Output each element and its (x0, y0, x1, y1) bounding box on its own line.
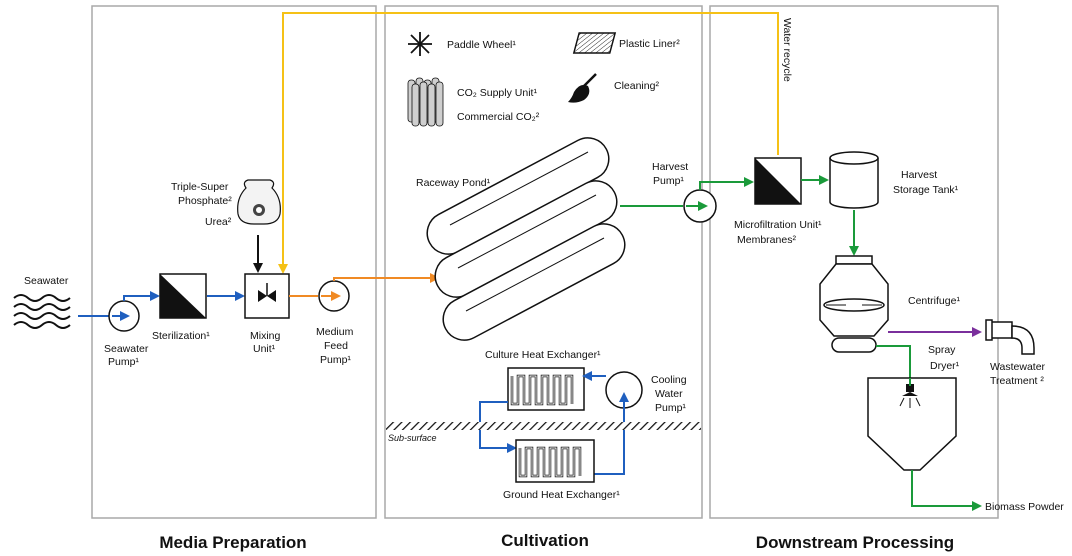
section-title-media: Media Preparation (159, 533, 306, 552)
subsurface-ground-line (386, 422, 701, 430)
medium-label-3: Pump¹ (320, 354, 351, 366)
ground-hx-to-cooling-pump-line (594, 392, 629, 475)
wastewater-label-1: Wastewater (990, 361, 1046, 373)
mixing-label-1: Mixing (250, 330, 281, 342)
section-title-cultivation: Cultivation (501, 531, 589, 550)
paddle-wheel-label: Paddle Wheel¹ (447, 39, 516, 51)
section-title-downstream: Downstream Processing (756, 533, 954, 552)
spray-label-2: Dryer¹ (930, 360, 960, 372)
water-recycle-line (278, 12, 779, 274)
biomass-powder-label: Biomass Powder (985, 501, 1064, 513)
mixing-unit-icon (244, 273, 290, 319)
culture-heat-exchanger-icon (507, 367, 585, 411)
spray-dryer-to-biomass-line (911, 470, 982, 511)
centrifuge-icon (819, 255, 889, 353)
centrifuge-to-spray-dryer-line (876, 345, 911, 378)
seawater-label: Seawater (24, 275, 69, 287)
harvest-tank-label-1: Harvest (901, 169, 937, 181)
urea-label: Urea² (205, 216, 232, 228)
harvest-tank-label-2: Storage Tank¹ (893, 184, 959, 196)
cleaning-broom-icon (568, 73, 597, 103)
raceway-pond-icon (426, 137, 626, 341)
sterilization-unit-icon (159, 273, 207, 319)
centrifuge-label: Centrifuge¹ (908, 295, 960, 307)
seawater-icon (13, 294, 71, 329)
medium-label-2: Feed (324, 340, 348, 352)
harvest-pump-label-1: Harvest (652, 161, 688, 173)
ground-hx-label: Ground Heat Exchanger¹ (503, 489, 620, 501)
sterilization-label: Sterilization¹ (152, 330, 210, 342)
water-recycle-label: Water recycle (781, 18, 793, 82)
wastewater-label-2: Treatment ² (990, 375, 1044, 387)
paddle-wheel-icon (408, 32, 432, 56)
downstream-section-box (709, 5, 999, 519)
harvest-to-microfiltration-line (699, 177, 754, 190)
microfiltration-label-1: Microfiltration Unit¹ (734, 219, 822, 231)
co2-cylinders-icon (407, 77, 444, 127)
media-section-box (91, 5, 377, 519)
plastic-liner-icon (572, 32, 617, 54)
plastic-liner-label: Plastic Liner² (619, 38, 680, 50)
tsp-label-2: Phosphate² (178, 195, 232, 207)
spray-dryer-icon (867, 377, 957, 471)
culture-hx-label: Culture Heat Exchanger¹ (485, 349, 601, 361)
subsurface-label: Sub-surface (388, 433, 437, 443)
wastewater-pipe-icon (985, 319, 1035, 355)
nutrient-bag-icon (237, 179, 281, 225)
ground-heat-exchanger-icon (515, 439, 595, 483)
harvest-storage-tank-icon (829, 151, 879, 209)
cooling-label-3: Pump¹ (655, 402, 686, 414)
spray-label-1: Spray (928, 344, 956, 356)
raceway-pond-label: Raceway Pond¹ (416, 177, 491, 189)
cleaning-label: Cleaning² (614, 80, 659, 92)
mixing-label-2: Unit¹ (253, 343, 276, 355)
seawater-pump-label-1: Seawater (104, 343, 149, 355)
pump-to-sterilization-line (123, 291, 160, 301)
microfiltration-unit-icon (754, 157, 802, 205)
feed-to-raceway-line (333, 273, 440, 283)
co2-supply-label: CO₂ Supply Unit¹ (457, 87, 537, 99)
co2-commercial-label: Commercial CO₂² (457, 111, 540, 123)
cultivation-section-box (384, 5, 703, 519)
seawater-pump-label-2: Pump¹ (108, 356, 139, 368)
microfiltration-label-2: Membranes² (737, 234, 796, 246)
cooling-label-1: Cooling (651, 374, 687, 386)
tsp-label-1: Triple-Super (171, 181, 229, 193)
medium-label-1: Medium (316, 326, 354, 338)
harvest-pump-label-2: Pump¹ (653, 175, 684, 187)
cooling-label-2: Water (655, 388, 683, 400)
